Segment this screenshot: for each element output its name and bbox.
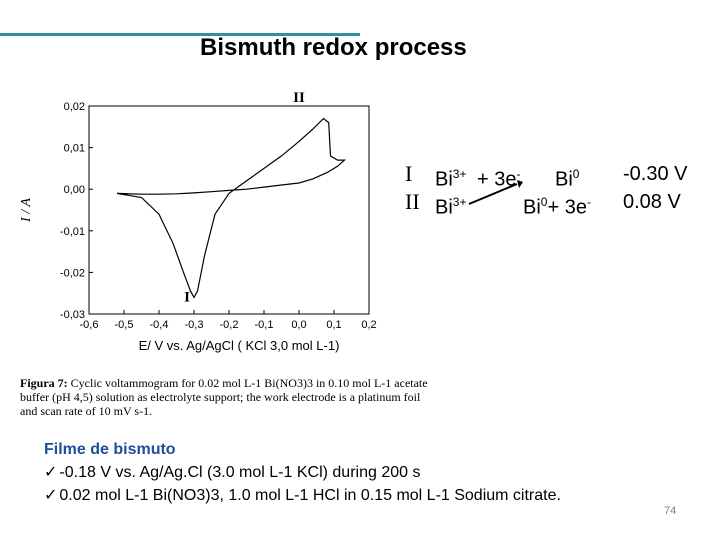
reaction-species-right: Bi0 [555, 167, 580, 191]
peak-annotation: I [184, 290, 190, 306]
caption-lead: Figura 7: [20, 376, 68, 390]
notes-item: ✓-0.18 V vs. Ag/Ag.Cl (3.0 mol L-1 KCl) … [44, 464, 421, 481]
x-tick-label: -0,1 [255, 319, 274, 331]
y-tick-label: 0,02 [64, 101, 85, 113]
voltammogram-curve [116, 117, 347, 299]
slide-title: Bismuth redox process [200, 34, 467, 61]
reaction-species-right: Bi0+ 3e- [523, 195, 591, 219]
y-axis-label: I / A [19, 198, 34, 223]
cyclic-voltammogram-chart: -0,6 -0,5 -0,4 -0,3 -0,2 -0,1 0,0 0,1 0,2 0,02 0,0… [19, 90, 377, 353]
notes-header: Filme de bismuto [44, 441, 176, 458]
checkmark-icon: ✓ [44, 487, 58, 504]
bismuth-film-notes: Filme de bismuto ✓-0.18 V vs. Ag/Ag.Cl (… [44, 438, 561, 507]
notes-item: ✓0.02 mol L-1 Bi(NO3)3, 1.0 mol L-1 HCl … [44, 487, 561, 504]
y-tick-label: -0,03 [60, 309, 85, 321]
reaction-species-left: Bi3+ [435, 167, 467, 191]
x-tick-label: -0,3 [185, 319, 204, 331]
reaction-label: II [405, 189, 420, 214]
reaction-arrow-icon [468, 180, 523, 205]
reaction-potential: -0.30 V [623, 163, 688, 185]
y-tick-label: -0,02 [60, 267, 85, 279]
reaction-label: I [405, 161, 413, 186]
x-tick-label: -0,6 [80, 319, 99, 331]
y-tick-label: 0,01 [64, 143, 85, 155]
y-tick-label: -0,01 [60, 226, 85, 238]
figure-caption: Figura 7: Cyclic voltammogram for 0.02 m… [20, 376, 440, 418]
page-number: 74 [664, 505, 677, 517]
title-accent-line [0, 33, 360, 36]
reaction-potential: 0.08 V [623, 191, 681, 213]
y-tick-label: 0,00 [64, 184, 85, 196]
plot-frame [88, 105, 370, 315]
checkmark-icon: ✓ [44, 464, 58, 481]
reaction-electrons: + 3e- [477, 167, 521, 191]
caption-text: Cyclic voltammogram for 0.02 mol L-1 Bi(… [20, 376, 428, 418]
x-tick-label: -0,2 [220, 319, 239, 331]
x-tick-label: -0,5 [115, 319, 134, 331]
x-tick-label: -0,4 [150, 319, 169, 331]
x-axis-label: E/ V vs. Ag/AgCl ( KCl 3,0 mol L-1) [139, 338, 340, 353]
peak-annotation: II [293, 90, 305, 106]
reaction-species-left: Bi3+ [435, 195, 467, 219]
x-tick-label: 0,1 [326, 319, 341, 331]
x-tick-label: 0,2 [361, 319, 376, 331]
x-tick-label: 0,0 [291, 319, 306, 331]
